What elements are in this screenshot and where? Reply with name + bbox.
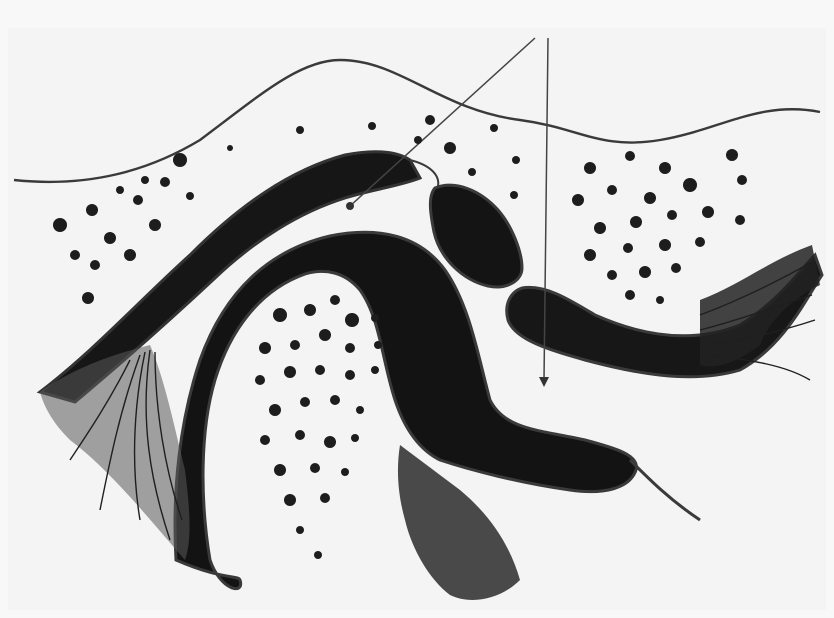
pointer-tip-upper (346, 202, 354, 210)
